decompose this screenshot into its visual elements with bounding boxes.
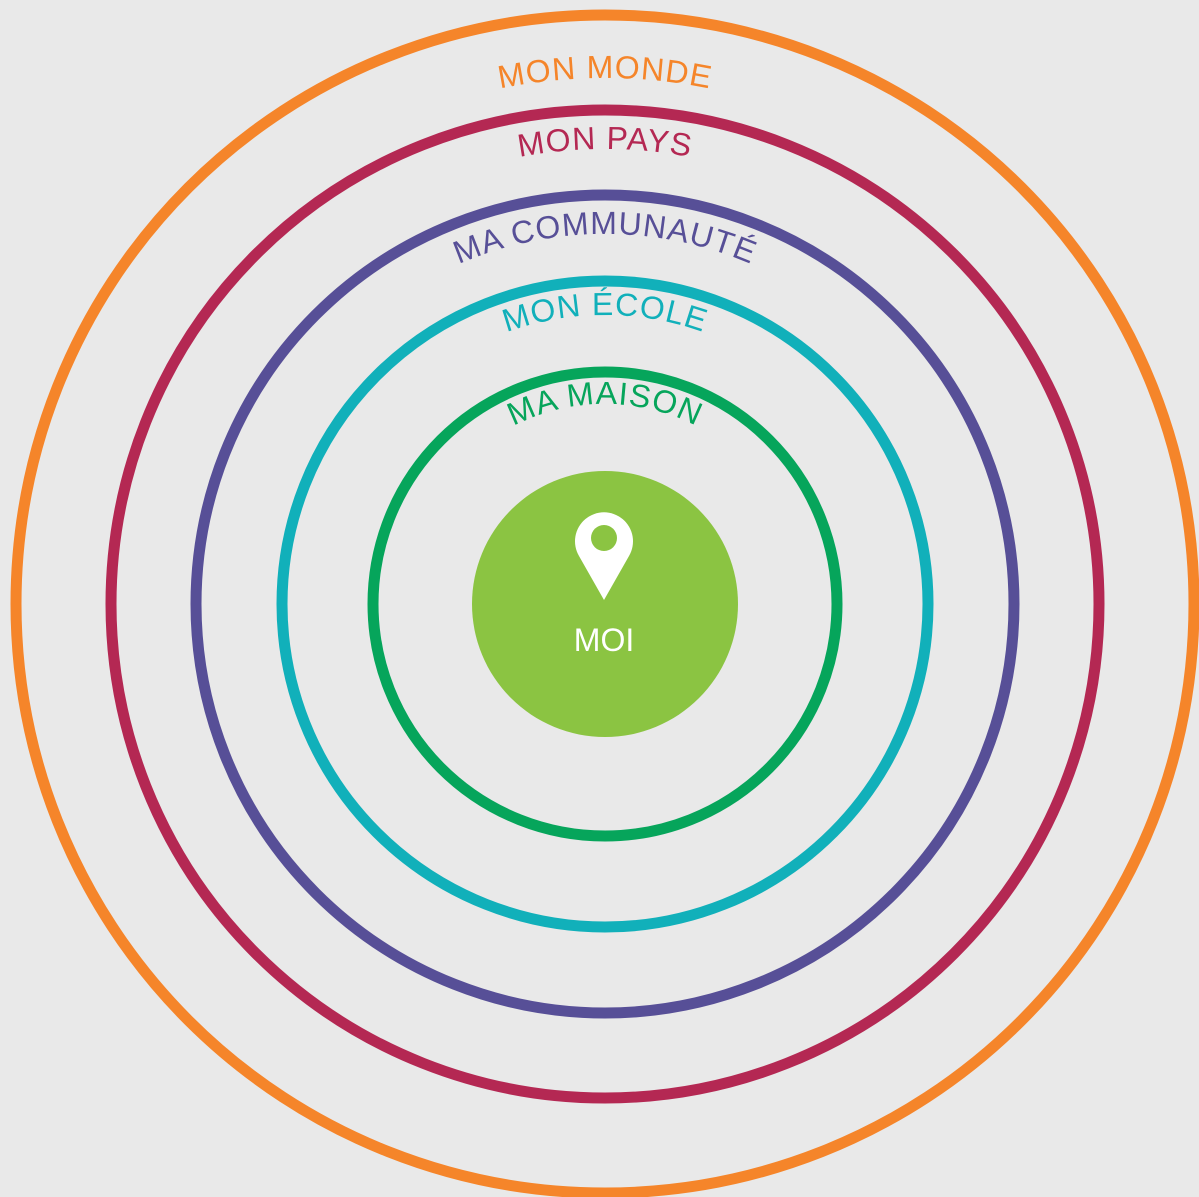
ring-ma-maison [367, 366, 843, 842]
label-mon-monde: MON MONDE [495, 49, 716, 95]
ring-mon-ecole [276, 275, 934, 933]
label-mon-pays: MON PAYS [515, 120, 695, 164]
ring-mon-monde [10, 9, 1199, 1197]
center-circle [472, 471, 738, 737]
center-label: MOI [574, 622, 634, 658]
label-mon-monde-text: MON MONDE [495, 49, 715, 95]
ring-ma-communaute [190, 189, 1020, 1019]
location-pin-icon [575, 512, 633, 600]
ring-mon-pays [105, 104, 1105, 1104]
label-mon-pays-text: MON PAYS [515, 120, 694, 164]
